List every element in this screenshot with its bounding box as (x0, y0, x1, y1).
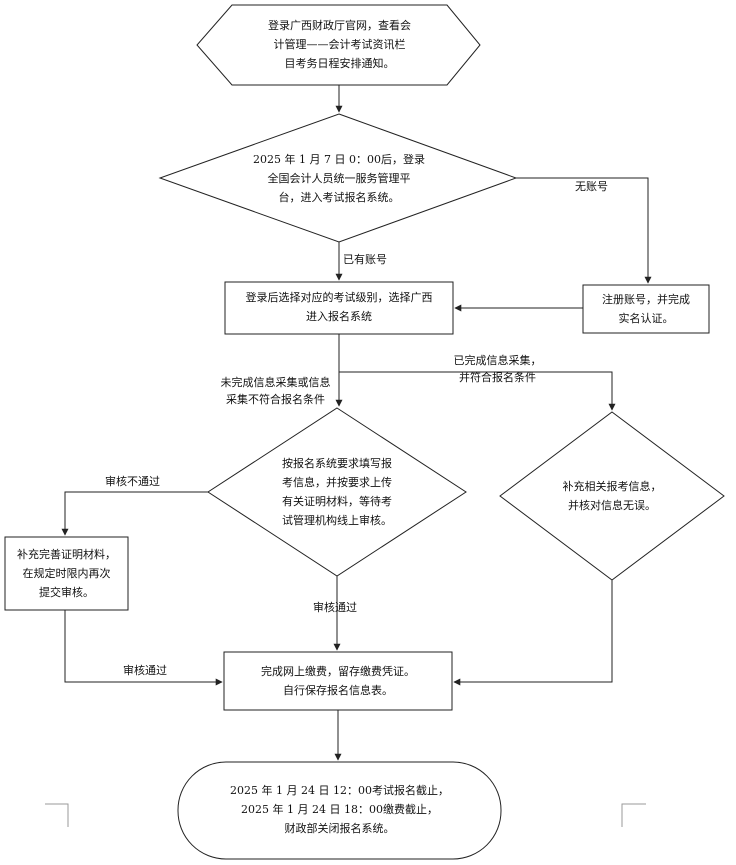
edge-label-review-pass-left: 审核通过 (123, 664, 167, 677)
edge-supplement-to-pay (453, 580, 613, 686)
edge-review-pass-left (64, 610, 223, 686)
edge-label-has-account: 已有账号 (343, 253, 387, 266)
edge-review-fail (61, 491, 208, 536)
crop-mark-right (621, 803, 646, 827)
edge-label-not-collected: 未完成信息采集或信息 采集不符合报名条件 (220, 376, 331, 406)
supplement-node-text: 补充相关报考信息， 并核对信息无误。 (562, 480, 662, 512)
pay-node-text: 完成网上缴费，留存缴费凭证。 自行保存报名信息表。 (261, 665, 415, 697)
edge-label-review-fail: 审核不通过 (105, 475, 160, 488)
end-terminator-shape (177, 761, 502, 860)
login-node-text: 2025 年 1 月 7 日 0：00后，登录 全国会计人员统一服务管理平 台，… (253, 153, 425, 204)
crop-mark-left (45, 803, 69, 827)
resubmit-box-shape (4, 536, 129, 611)
fill-info-node-text: 按报名系统要求填写报 考信息，并按要求上传 有关证明材料，等待考 试管理机构线上… (282, 457, 392, 527)
end-node-text: 2025 年 1 月 24 日 12：00考试报名截止， 2025 年 1 月 … (230, 784, 449, 835)
start-node-text: 登录广西财政厅官网，查看会 计管理——会计考试资讯栏 目考务日程安排通知。 (268, 19, 411, 70)
edge-label-no-account: 无账号 (575, 180, 608, 193)
resubmit-node-text: 补充完善证明材料， 在规定时限内再次 提交审核。 (17, 548, 116, 599)
select-level-box-shape (224, 281, 454, 335)
select-level-node-text: 登录后选择对应的考试级别，选择广西 进入报名系统 (245, 291, 433, 323)
start-hexagon-shape (196, 4, 481, 86)
edge-no-account (516, 177, 652, 284)
pay-box-shape (223, 651, 453, 711)
edge-collected (339, 371, 616, 411)
edge-label-collected: 已完成信息采集， 并符合报名条件 (453, 354, 542, 384)
register-box-shape (582, 284, 710, 334)
register-node-text: 注册账号，并完成 实名认证。 (602, 293, 690, 325)
edge-label-review-pass-down: 审核通过 (313, 601, 357, 614)
